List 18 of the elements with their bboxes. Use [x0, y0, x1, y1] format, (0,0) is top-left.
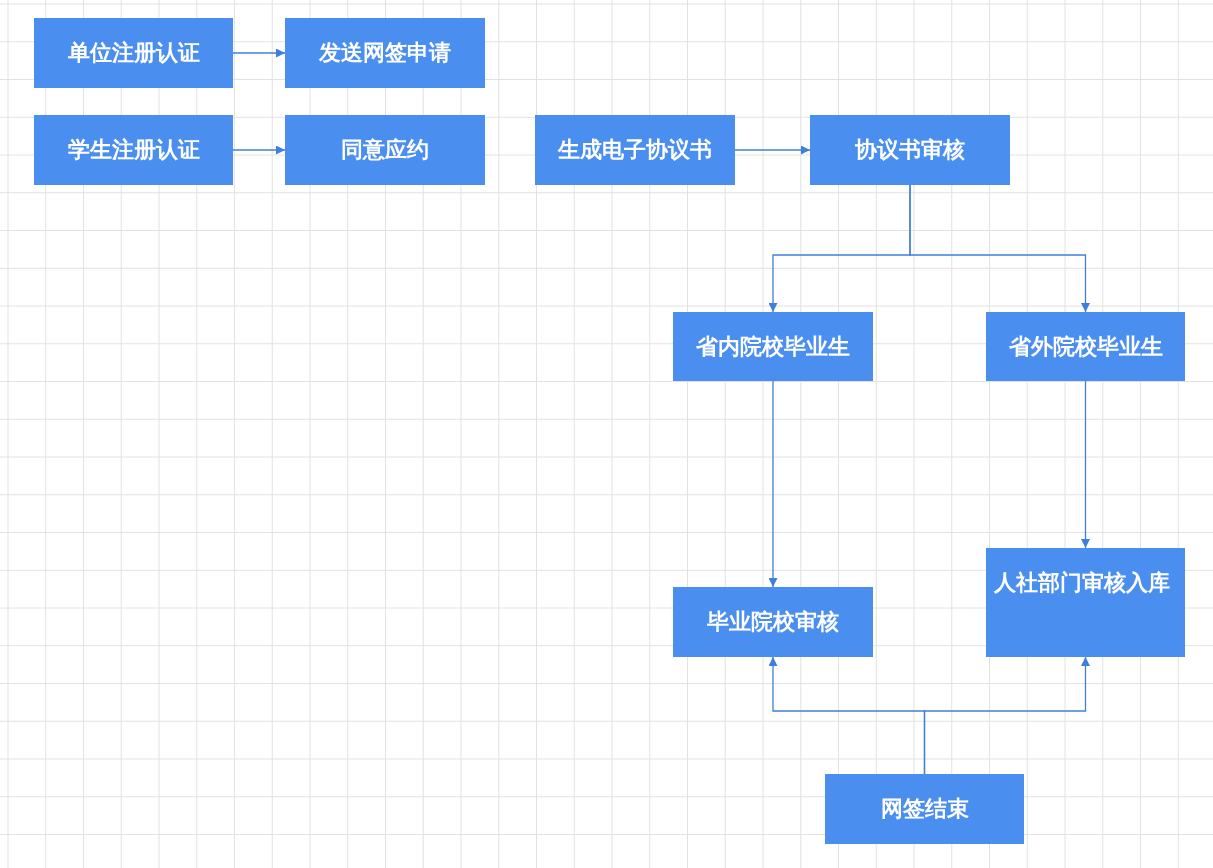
process-box: 生成电子协议书 [535, 115, 735, 185]
arrow [1081, 380, 1090, 549]
arrow [909, 184, 1090, 313]
process-box: 网签结束 [825, 774, 1024, 844]
arrow [734, 145, 811, 155]
process-box: 省外院校毕业生 [986, 312, 1185, 381]
process-box: 发送网签申请 [285, 18, 485, 88]
arrow [923, 656, 1090, 775]
process-box: 学生注册认证 [34, 115, 233, 185]
arrow [768, 380, 778, 588]
process-box: 人社部门审核入库 [986, 548, 1185, 657]
process-box: 毕业院校审核 [673, 587, 873, 657]
process-box: 单位注册认证 [34, 18, 233, 88]
process-box: 省内院校毕业生 [673, 312, 873, 381]
arrow [232, 48, 286, 58]
process-box: 协议书审核 [810, 115, 1010, 185]
process-box: 同意应约 [285, 115, 485, 185]
arrow [232, 145, 286, 155]
